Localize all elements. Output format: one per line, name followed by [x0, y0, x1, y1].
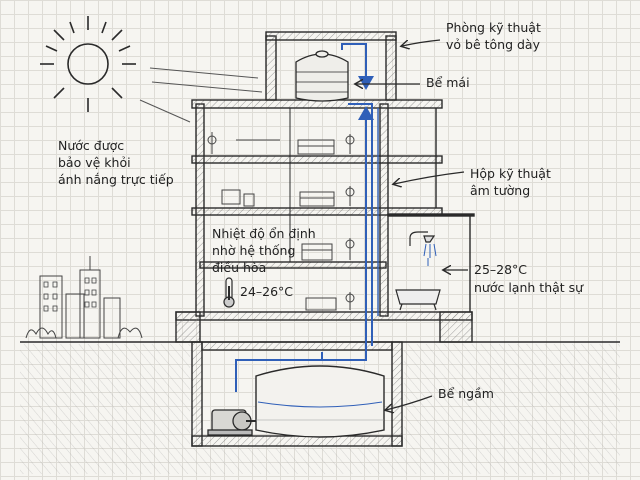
underground-tank-label: Bể ngầm	[438, 386, 494, 401]
cold-water-label: nước lạnh thật sự	[474, 280, 584, 295]
pump-icon	[207, 409, 256, 436]
tech-room	[265, 31, 397, 101]
basement	[191, 341, 403, 447]
bathroom	[395, 231, 441, 311]
indoor-temp-value: 24–26°C	[240, 284, 294, 299]
tech-room-label-line1: Phòng kỹ thuật	[446, 20, 541, 35]
callout-arrows	[356, 39, 468, 410]
sun-rays	[139, 67, 263, 123]
protected-label-line1: Nước được	[58, 138, 125, 153]
shower-water	[423, 243, 437, 266]
background-city	[25, 256, 143, 339]
stable-temp-label-line3: điều hòa	[212, 260, 267, 275]
protected-label-line3: ánh nắng trực tiếp	[58, 172, 174, 187]
roof-tank-label: Bể mái	[426, 75, 470, 90]
stable-temp-label-line1: Nhiệt độ ổn định	[212, 226, 316, 241]
building	[175, 99, 475, 343]
wall-shaft-label-line1: Hộp kỹ thuật	[470, 166, 551, 181]
wall-shaft-label-line2: âm tường	[470, 183, 531, 198]
water-temp-value: 25–28°C	[474, 262, 528, 277]
stable-temp-label-line2: nhờ hệ thống	[212, 243, 296, 258]
furniture	[207, 132, 355, 311]
thermometer-icon	[223, 277, 235, 308]
underground-tank	[255, 365, 385, 438]
protected-label-line2: bảo vệ khỏi	[58, 155, 131, 170]
earth-hatch	[20, 344, 620, 474]
roof-tank	[295, 50, 349, 102]
water-pipes	[235, 43, 379, 392]
tech-room-label-line2: vỏ bê tông dày	[446, 37, 540, 52]
sun-icon	[40, 16, 136, 112]
